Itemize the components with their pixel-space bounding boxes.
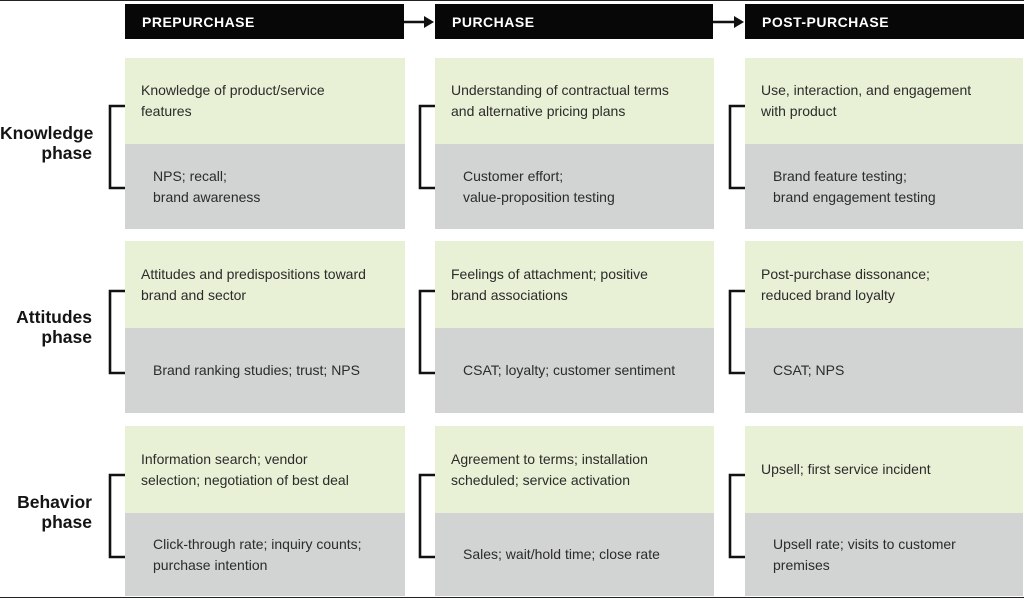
cell-construct: Feelings of attachment; positive brand a…	[435, 241, 714, 328]
flow-arrow-icon	[404, 16, 434, 28]
cell-metrics: NPS; recall; brand awareness	[125, 144, 405, 229]
cell-metrics: Sales; wait/hold time; close rate	[435, 513, 714, 596]
cell-construct: Use, interaction, and engagement with pr…	[745, 58, 1023, 144]
stage-header-prepurchase: PREPURCHASE	[125, 4, 404, 39]
phase-label-behavior: Behavior phase	[17, 491, 92, 532]
cell-metrics: CSAT; loyalty; customer sentiment	[435, 328, 714, 413]
cell-construct: Information search; vendor selection; ne…	[125, 426, 405, 513]
cell-construct: Agreement to terms; installation schedul…	[435, 426, 714, 513]
stage-header-post-purchase: POST-PURCHASE	[745, 4, 1024, 39]
flow-arrow-icon	[713, 16, 744, 28]
cell-construct: Understanding of contractual terms and a…	[435, 58, 714, 144]
phase-label-knowledge: Knowledge phase	[0, 122, 94, 163]
cell-metrics: Brand feature testing; brand engagement …	[745, 144, 1023, 229]
cell-construct: Upsell; first service incident	[745, 426, 1023, 513]
cell-metrics: Brand ranking studies; trust; NPS	[125, 328, 405, 413]
cell-metrics: Upsell rate; visits to customer premises	[745, 513, 1023, 596]
stage-header-purchase: PURCHASE	[435, 4, 713, 39]
phase-label-attitudes: Attitudes phase	[16, 306, 92, 347]
cell-construct: Knowledge of product/service features	[125, 58, 405, 144]
cell-construct: Attitudes and predispositions toward bra…	[125, 241, 405, 328]
cell-metrics: Customer effort; value-proposition testi…	[435, 144, 714, 229]
cell-metrics: Click-through rate; inquiry counts; purc…	[125, 513, 405, 596]
cell-metrics: CSAT; NPS	[745, 328, 1023, 413]
cell-construct: Post-purchase dissonance; reduced brand …	[745, 241, 1023, 328]
